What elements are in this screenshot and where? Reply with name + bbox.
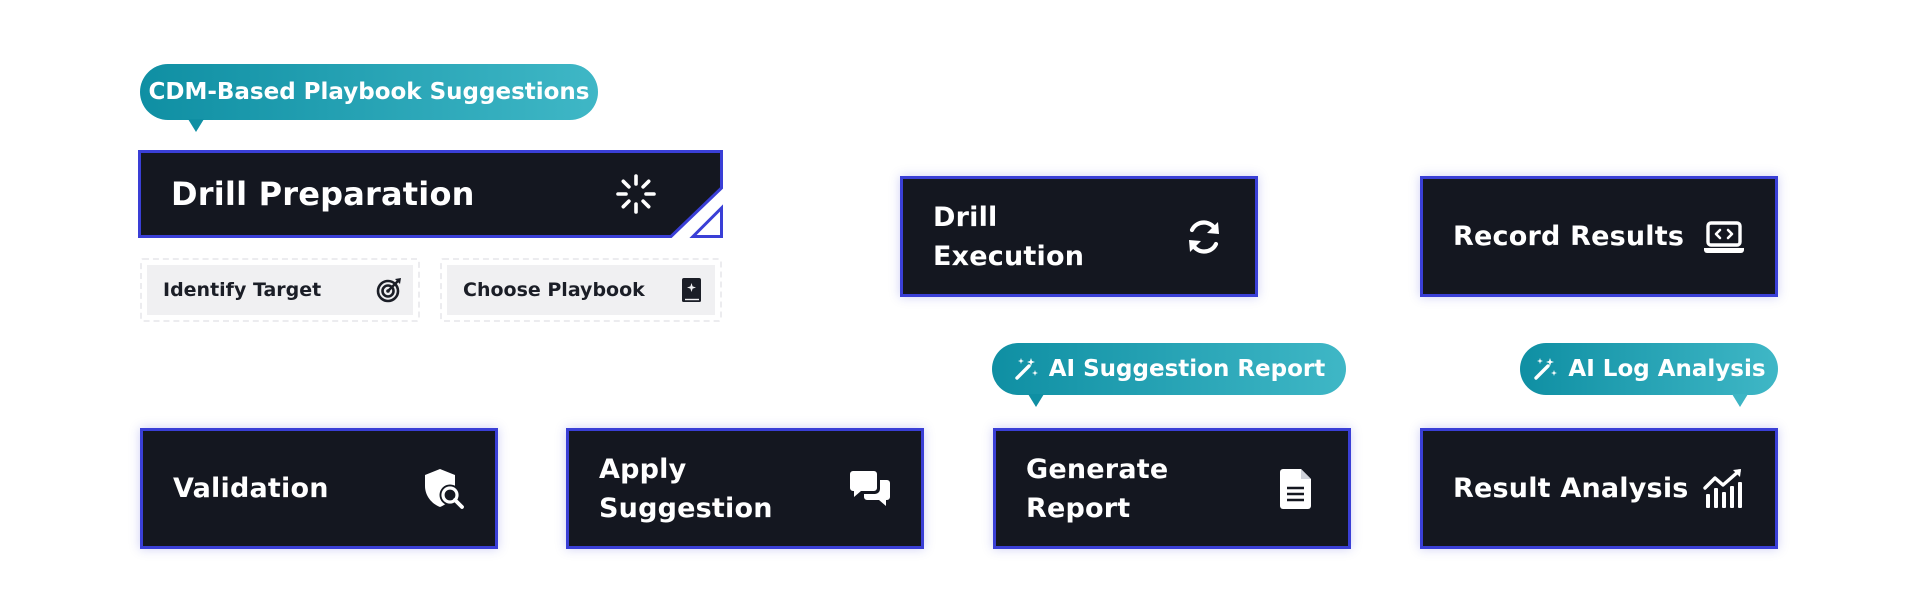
bubble-tail: [188, 119, 204, 132]
ai-log-analysis-label: AI Log Analysis: [1568, 356, 1766, 382]
apply-suggestion-label: Apply Suggestion: [599, 450, 773, 528]
book-icon: [677, 276, 705, 304]
generate-report-card[interactable]: Generate Report: [993, 428, 1351, 549]
laptop-code-icon: [1701, 214, 1747, 260]
drill-execution-card[interactable]: Drill Execution: [900, 176, 1258, 297]
drill-preparation-card[interactable]: Drill Preparation: [138, 150, 723, 238]
apply-suggestion-card[interactable]: Apply Suggestion: [566, 428, 924, 549]
refresh-icon: [1181, 214, 1227, 260]
choose-playbook-frame: Choose Playbook: [440, 258, 722, 322]
generate-report-label: Generate Report: [1026, 453, 1169, 524]
choose-playbook-label: Choose Playbook: [463, 279, 645, 301]
drill-execution-line-2: Execution: [933, 240, 1085, 272]
cdm-bubble-label: CDM-Based Playbook Suggestions: [148, 79, 590, 105]
identify-target-label: Identify Target: [163, 279, 322, 301]
ai-suggestion-report-label: AI Suggestion Report: [1048, 356, 1326, 382]
cdm-playbook-suggestions-bubble: CDM-Based Playbook Suggestions: [140, 64, 598, 132]
drill-execution-label: Drill Execution: [933, 198, 1084, 276]
chat-bubbles-icon: [847, 466, 893, 512]
document-icon: [1274, 466, 1320, 512]
drill-preparation-label: Drill Preparation: [171, 174, 475, 213]
spinner-icon: [613, 171, 659, 217]
validation-card[interactable]: Validation: [140, 428, 498, 549]
ai-log-analysis-bubble: AI Log Analysis: [1520, 343, 1778, 407]
magic-wand-icon: [1013, 356, 1039, 382]
bubble-tail: [1732, 394, 1748, 407]
identify-target-chip[interactable]: Identify Target: [147, 265, 413, 315]
choose-playbook-chip[interactable]: Choose Playbook: [447, 265, 715, 315]
apply-suggestion-line-2: Suggestion: [599, 492, 773, 524]
bubble-tail: [1028, 394, 1044, 407]
shield-search-icon: [421, 466, 467, 512]
result-analysis-card[interactable]: Result Analysis: [1420, 428, 1778, 549]
ai-suggestion-report-bubble: AI Suggestion Report: [992, 343, 1346, 407]
target-icon: [375, 276, 403, 304]
identify-target-frame: Identify Target: [140, 258, 420, 322]
result-analysis-label: Result Analysis: [1453, 473, 1689, 504]
drill-execution-line-1: Drill: [933, 201, 998, 233]
apply-suggestion-line-1: Apply: [599, 453, 687, 485]
validation-label: Validation: [173, 473, 329, 504]
chart-trend-icon: [1701, 466, 1747, 512]
record-results-card[interactable]: Record Results: [1420, 176, 1778, 297]
record-results-label: Record Results: [1453, 221, 1685, 252]
drill-preparation-frame: [138, 150, 723, 238]
magic-wand-icon: [1532, 356, 1558, 382]
